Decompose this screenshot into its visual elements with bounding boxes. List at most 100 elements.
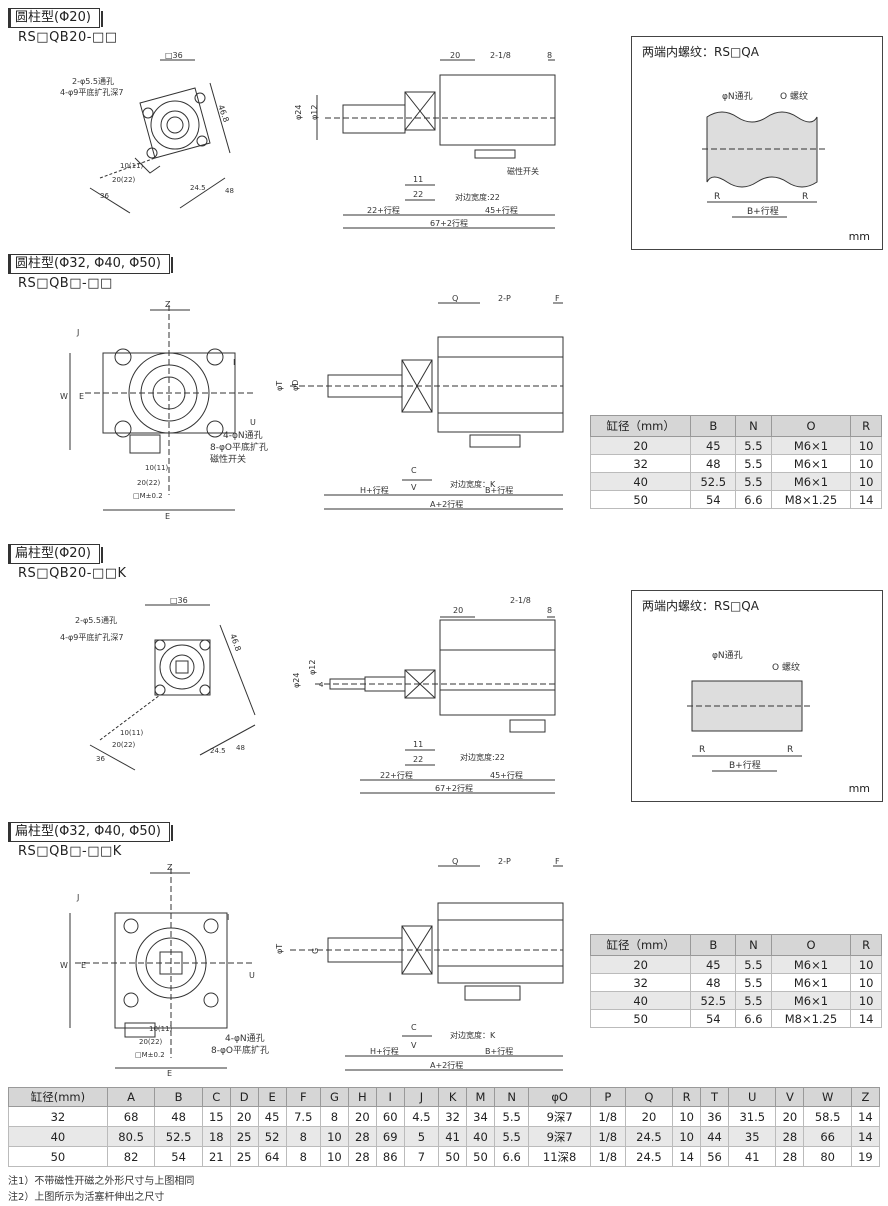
table-header: B [154, 1087, 203, 1107]
table-cell: 36 [700, 1106, 729, 1127]
d20k-hole2: 4-φ9平底扩孔深7 [60, 632, 123, 642]
table-cell: 10 [319, 1146, 349, 1167]
dbigk-e: E [81, 961, 86, 970]
thread-box-title: 两端内螺纹：RS□QA [642, 45, 759, 59]
dbigk-front-view: Z J W E U I 4-φN通孔 8-φO平底扩孔 10(11) 20(22… [60, 863, 269, 1078]
table-cell: 68 [106, 1106, 156, 1127]
dbigk-side-bs: B+行程 [485, 1046, 513, 1056]
table-header: O [770, 934, 852, 956]
dbigk-side-c: C [411, 1023, 417, 1032]
d20k-side-view: 20 2-1/8 8 φ24 φ12 4 11 22 对边宽度:22 22+行程… [292, 596, 556, 794]
dbig-side-d: φD [291, 380, 300, 391]
thread-r-right: R [802, 192, 808, 202]
dbigk-i: I [227, 913, 229, 922]
table-cell: 5.5 [735, 454, 772, 473]
table-cell: 80.5 [106, 1126, 156, 1147]
table-cell: 86 [375, 1146, 405, 1167]
d20-side-d20: 20 [450, 51, 460, 60]
table-cell: 54 [154, 1146, 203, 1167]
table-cell: 48 [690, 973, 737, 992]
d20k-d10: 10(11) [120, 729, 144, 737]
table-header: φO [528, 1087, 591, 1107]
table-header: N [735, 415, 772, 437]
table-header: M [466, 1087, 495, 1107]
d20-side-d22: 22 [413, 190, 423, 199]
dbig-j: J [76, 328, 79, 337]
table-cell: 25 [229, 1126, 259, 1147]
table-cell: 31.5 [727, 1106, 777, 1127]
dbigk-d20: 20(22) [139, 1038, 163, 1046]
table-cell: 80 [803, 1146, 852, 1167]
table-cell: 41 [727, 1146, 777, 1167]
table-cell: 35 [727, 1126, 777, 1147]
thread-box-2: 两端内螺纹：RS□QA φN通孔 O 螺纹 R R B+行程 mm [631, 590, 883, 802]
dbig-u: U [250, 418, 256, 427]
dbig-side-bs: B+行程 [485, 485, 513, 495]
thread2-r-right: R [787, 745, 793, 755]
d20k-diag: 46.8 [228, 633, 243, 653]
table-cell: 14 [850, 1126, 881, 1147]
table-cell: 32 [589, 973, 692, 992]
table-cell: M6×1 [770, 973, 852, 992]
dbigk-side-p: 2-P [498, 858, 511, 866]
d20k-side-stroke2: 45+行程 [490, 770, 523, 780]
table-cell: 6.6 [735, 1009, 772, 1028]
table-header: K [438, 1087, 468, 1107]
dbigk-j: J [76, 893, 79, 902]
table-cell: 32 [589, 454, 692, 473]
d20k-side-d22: 22 [413, 755, 423, 764]
table-cell: 69 [375, 1126, 405, 1147]
note-2: 注2）上图所示为活塞杆伸出之尺寸 [8, 1192, 165, 1203]
thread-diagram-2: φN通孔 O 螺纹 R R B+行程 [687, 650, 812, 772]
table-cell: 20 [624, 1106, 674, 1127]
dbigk-side-q: Q [452, 858, 458, 866]
table-cell: 5.5 [735, 991, 772, 1010]
d20-side-d8: 8 [547, 51, 552, 60]
table-cell: 50 [438, 1146, 468, 1167]
section-model-2: RS□QB□-□□ [18, 276, 113, 291]
table-cell: 58.5 [803, 1106, 852, 1127]
d20k-side-d20: 20 [453, 606, 463, 615]
table-cell: M6×1 [770, 955, 852, 974]
table-header: U [727, 1087, 777, 1107]
table-cell: 50 [8, 1146, 108, 1167]
table-cell: 10 [319, 1126, 349, 1147]
d20-side-view: 20 2-1/8 8 φ24 φ12 磁性开关 11 22 对边宽度:22 22… [294, 51, 556, 229]
table-cell: 45 [690, 955, 737, 974]
table-cell: 6.6 [735, 490, 772, 509]
dbigk-side-k: 对边宽度：K [450, 1030, 496, 1040]
table-cell: 66 [803, 1126, 852, 1147]
table-header: R [850, 934, 882, 956]
table-cell: 5.5 [493, 1106, 530, 1127]
d20k-side-d11: 11 [413, 740, 423, 749]
table-header: 缸径（mm） [589, 934, 692, 956]
table-cell: 34 [466, 1106, 495, 1127]
table-cell: M6×1 [770, 436, 852, 455]
table-cell: M6×1 [770, 991, 852, 1010]
d20-side-d11: 11 [413, 175, 423, 184]
table-cell: 8 [319, 1106, 349, 1127]
dbigk-n4: 4-φN通孔 [225, 1033, 265, 1044]
dbig-d20: 20(22) [137, 479, 161, 487]
d20k-side-stroke1: 22+行程 [380, 770, 413, 780]
table-cell: 14 [850, 1106, 881, 1127]
table-cell: 20 [589, 955, 692, 974]
d20-hole1-label: 2-φ5.5通孔 [72, 76, 114, 86]
thread2-r-left: R [699, 745, 705, 755]
dbigk-side-hs: H+行程 [370, 1046, 399, 1056]
table-cell: 41 [438, 1126, 468, 1147]
d20k-d36: 36 [96, 755, 105, 763]
table-cell: 1/8 [589, 1146, 626, 1167]
d20k-side-across: 对边宽度:22 [460, 752, 505, 762]
table-cell: 9深7 [528, 1106, 591, 1127]
section-title-2: 圆柱型(Φ32, Φ40, Φ50) [8, 254, 173, 274]
dbig-e: E [79, 392, 84, 401]
dbigk-w: W [60, 961, 68, 970]
dbigk-u: U [249, 971, 255, 980]
dbigk-d10: 10(11) [149, 1025, 173, 1033]
table-cell: 21 [201, 1146, 231, 1167]
table-cell: 60 [375, 1106, 405, 1127]
